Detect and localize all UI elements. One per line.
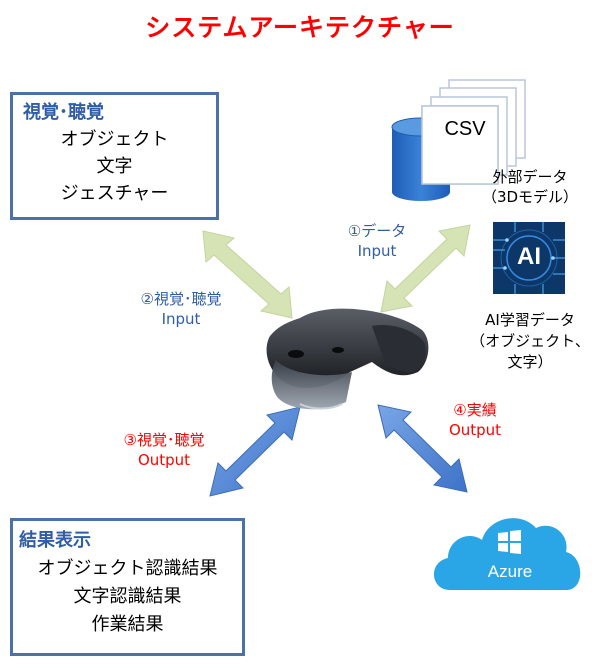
flow4-sub: Output — [448, 421, 502, 439]
ai-circuit-icon — [493, 222, 565, 294]
ai-logo-text: AI — [517, 243, 541, 270]
ai-caption-line3: 文字） — [507, 353, 553, 371]
flow2-label: ②視覚･聴覚 Input — [113, 289, 249, 329]
flow3-title: ③視覚･聴覚 — [123, 431, 205, 449]
input-box-heading: 視覚･聴覚 — [23, 102, 104, 123]
flow4-label: ④実績 Output — [420, 400, 530, 440]
flow3-label: ③視覚･聴覚 Output — [96, 430, 232, 470]
csv-front-document-icon — [421, 105, 499, 185]
output-item-object-result: オブジェクト認識結果 — [37, 558, 218, 579]
output-item-work-result: 作業結果 — [91, 614, 164, 635]
csv-label: CSV — [444, 118, 486, 140]
flow1-arrow — [380, 224, 471, 313]
flow2-title: ②視覚･聴覚 — [140, 290, 222, 308]
input-box: 視覚･聴覚 オブジェクト 文字 ジェスチャー — [10, 92, 219, 220]
flow1-label: ①データ Input — [327, 221, 427, 261]
flow2-sub: Input — [161, 310, 201, 328]
output-box: 結果表示 オブジェクト認識結果 文字認識結果 作業結果 — [10, 518, 245, 656]
output-item-text-result: 文字認識結果 — [73, 586, 182, 607]
ai-tile: AI — [493, 222, 565, 294]
azure-label: Azure — [487, 562, 533, 581]
windows-logo-icon — [498, 530, 521, 554]
input-item-object: オブジェクト — [60, 129, 169, 150]
headset-icon — [266, 308, 429, 410]
flow1-sub: Input — [357, 242, 397, 260]
csv-caption: 外部データ （3Dモデル） — [470, 167, 590, 207]
flow2-arrow — [202, 230, 293, 319]
flow4-title: ④実績 — [453, 401, 497, 419]
flow3-arrow — [209, 406, 301, 497]
flow4-arrow — [377, 404, 468, 493]
ai-caption: AI学習データ （オブジェクト、 文字） — [462, 310, 598, 373]
ai-caption-line2: （オブジェクト、 — [470, 332, 590, 350]
ai-caption-line1: AI学習データ — [485, 311, 575, 329]
input-item-text: 文字 — [96, 156, 133, 177]
flow3-sub: Output — [137, 451, 191, 469]
flow1-title: ①データ — [347, 222, 407, 240]
output-box-heading: 結果表示 — [19, 530, 91, 551]
csv-caption-line2: （3Dモデル） — [481, 188, 579, 206]
csv-caption-line1: 外部データ — [492, 168, 568, 186]
page-title: システムアーキテクチャー — [145, 13, 455, 42]
input-item-gesture: ジェスチャー — [60, 183, 169, 204]
azure-cloud-icon — [433, 518, 581, 590]
